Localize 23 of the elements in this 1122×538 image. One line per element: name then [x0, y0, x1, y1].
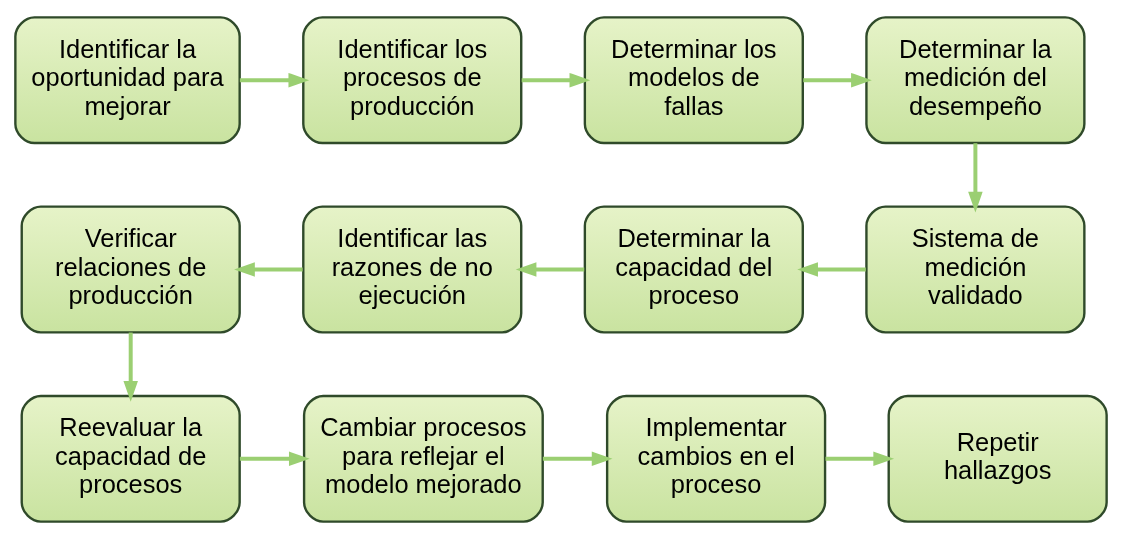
node-box: Identificar los procesos de producción	[302, 15, 523, 144]
arrow	[797, 261, 866, 277]
node-box: Determinar la capacidad del proceso	[583, 204, 804, 334]
node-box: Determinar la medición del desempeño	[865, 15, 1086, 144]
node-box: Sistema de medición validado	[865, 204, 1086, 334]
arrow	[825, 451, 895, 466]
arrow	[968, 142, 983, 213]
arrow	[542, 451, 613, 466]
arrow	[239, 72, 310, 87]
arrow	[803, 72, 872, 87]
arrow	[123, 332, 138, 402]
node-box: Reevaluar la capacidad de procesos	[20, 394, 241, 523]
node-box: Verificar relaciones de producción	[20, 204, 241, 334]
node-box: Repetir hallazgos	[887, 394, 1108, 523]
node-box: Identificar las razones de no ejecución	[302, 204, 523, 334]
arrow	[521, 72, 591, 87]
node-box: Determinar los modelos de fallas	[583, 15, 804, 144]
arrow	[515, 261, 585, 277]
arrow	[234, 261, 303, 277]
arrow	[239, 451, 310, 466]
node-box: Implementar cambios en el proceso	[605, 394, 827, 523]
node-box: Identificar la oportunidad para mejorar	[14, 15, 241, 144]
node-box: Cambiar procesos para reflejar el modelo mejorado	[302, 394, 544, 523]
